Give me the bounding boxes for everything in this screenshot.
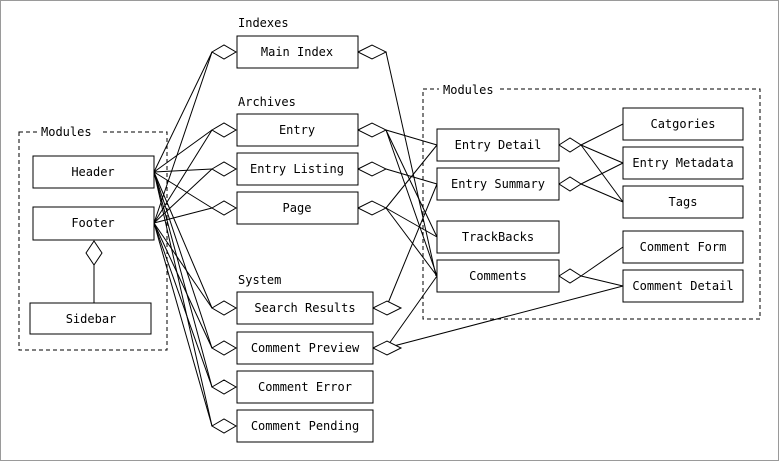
svg-text:Comment Error: Comment Error [258, 380, 352, 394]
template-page: Page [236, 191, 359, 225]
template-comment-pending: Comment Pending [236, 409, 374, 443]
module-sidebar: Sidebar [29, 302, 152, 335]
svg-text:Entry Listing: Entry Listing [250, 162, 344, 176]
left-modules-label: Modules [41, 125, 92, 139]
template-comment-error: Comment Error [236, 370, 374, 404]
right-modules-group [422, 88, 761, 320]
svg-text:Header: Header [71, 165, 114, 179]
svg-text:Entry Summary: Entry Summary [451, 177, 545, 191]
module-comments: Comments [436, 259, 560, 293]
module-comment-form: Comment Form [622, 230, 744, 264]
svg-text:Entry Metadata: Entry Metadata [632, 156, 733, 170]
svg-text:Comment Form: Comment Form [640, 240, 727, 254]
template-entry-listing: Entry Listing [236, 152, 359, 186]
svg-text:Tags: Tags [669, 195, 698, 209]
svg-text:Page: Page [283, 201, 312, 215]
module-header: Header [32, 155, 155, 189]
header-footer-connectors [153, 51, 213, 427]
section-indexes: Indexes [238, 16, 289, 30]
template-comment-preview: Comment Preview [236, 331, 374, 365]
svg-text:Comment Preview: Comment Preview [251, 341, 360, 355]
svg-text:Comment Pending: Comment Pending [251, 419, 359, 433]
svg-text:Main Index: Main Index [261, 45, 333, 59]
svg-text:Entry Detail: Entry Detail [455, 138, 542, 152]
template-module-connectors [385, 51, 624, 349]
svg-text:Comment Detail: Comment Detail [632, 279, 733, 293]
module-comment-detail: Comment Detail [622, 269, 744, 303]
svg-text:Comments: Comments [469, 269, 527, 283]
module-entry-detail: Entry Detail [436, 128, 560, 162]
submodule-connectors [580, 123, 624, 287]
template-entry: Entry [236, 113, 359, 147]
svg-text:Entry: Entry [279, 123, 315, 137]
module-entry-metadata: Entry Metadata [622, 146, 744, 180]
section-archives: Archives [238, 95, 296, 109]
module-categories: Catgories [622, 107, 744, 141]
svg-text:Footer: Footer [71, 216, 114, 230]
svg-text:TrackBacks: TrackBacks [462, 230, 534, 244]
template-main-index: Main Index [236, 35, 359, 69]
section-system: System [238, 273, 281, 287]
module-trackbacks: TrackBacks [436, 220, 560, 254]
right-modules-label: Modules [443, 83, 494, 97]
template-search-results: Search Results [236, 291, 374, 325]
module-tags: Tags [622, 185, 744, 219]
svg-text:Search Results: Search Results [254, 301, 355, 315]
module-entry-summary: Entry Summary [436, 167, 560, 201]
module-footer: Footer [32, 206, 155, 241]
svg-text:Catgories: Catgories [650, 117, 715, 131]
svg-text:Sidebar: Sidebar [66, 312, 117, 326]
aggregation-diamonds [85, 44, 582, 434]
